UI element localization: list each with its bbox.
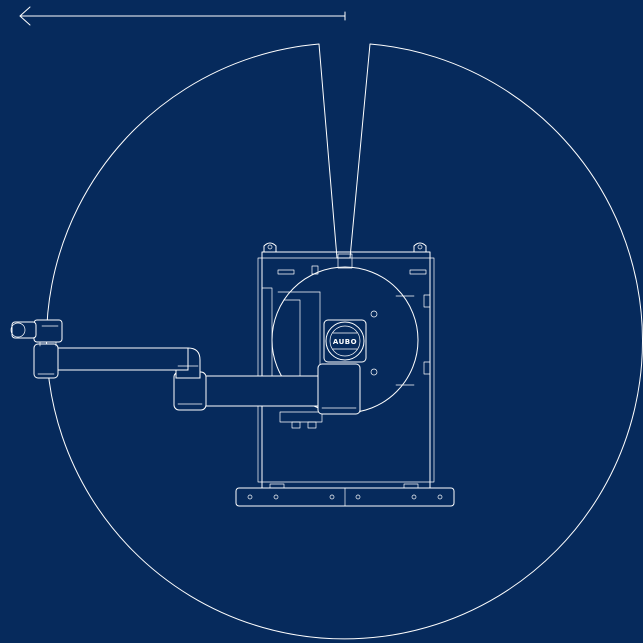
upper-arm: [173, 363, 361, 415]
wrist-joint: [10, 319, 63, 347]
base-plate: [235, 483, 455, 507]
shoulder-joint: AUBO: [323, 319, 367, 363]
logo-text: AUBO: [333, 338, 357, 346]
arrow-left-icon: [19, 6, 346, 26]
reach-envelope: [46, 43, 643, 640]
forearm: [33, 343, 201, 379]
